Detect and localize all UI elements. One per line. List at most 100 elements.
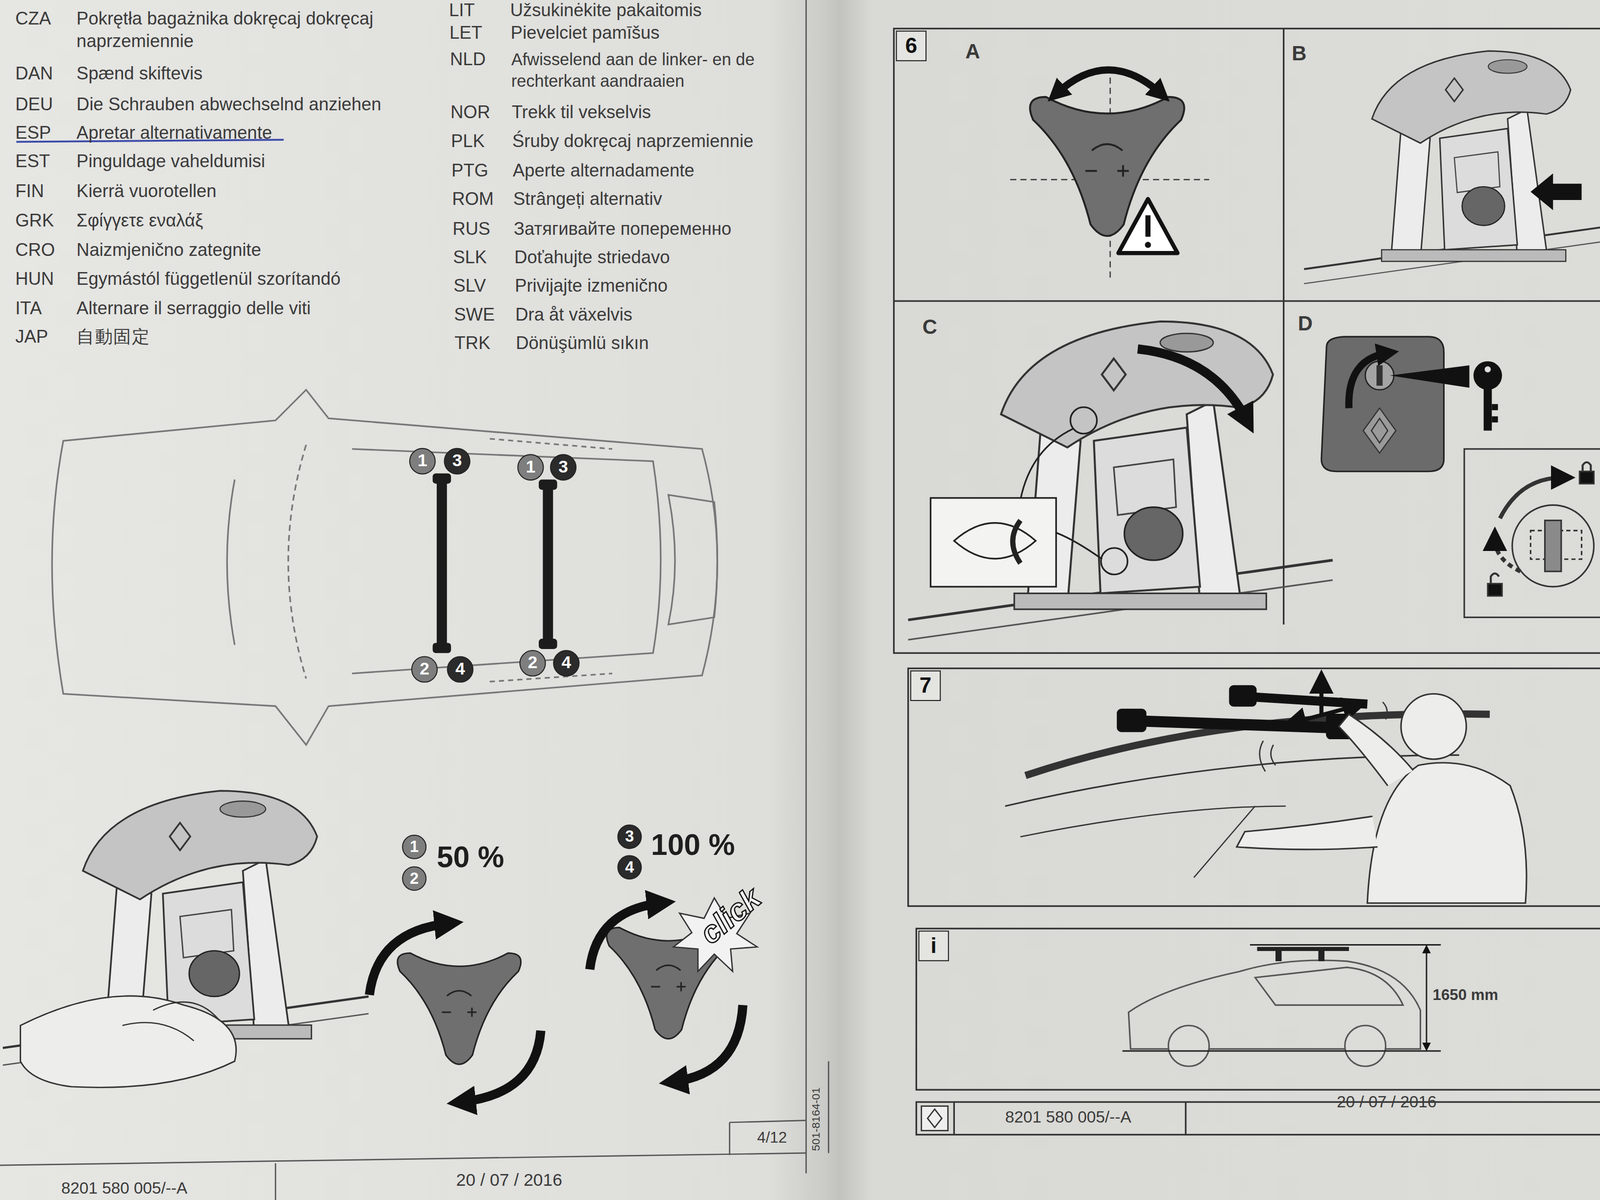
part-number: 8201 580 005/--A [61,1178,188,1200]
callout-number: 2 [527,652,538,674]
warning-sign [1118,199,1178,253]
test-arrows [1293,681,1355,723]
inspect-callout [930,498,1056,587]
lock-dial [1512,504,1595,587]
panel-frame [1184,1101,1187,1135]
instruction-text: Strângeți alternativ [513,188,663,212]
instruction-text: Privijajte izmenično [514,275,668,299]
knob [1029,97,1185,237]
instruction-text: Dönüşümlü sıkın [515,332,649,356]
language-code: ROM [451,188,494,212]
callout-circle: 1 [517,453,544,481]
instruction-text: Apretar alternativamente [76,122,273,146]
step-box: 6 [896,30,927,61]
knob [397,952,522,1065]
instruction-text: Σφίγγετε εναλάξ [76,210,203,233]
instruction-text: Užsukinėkite pakaitomis [510,0,702,23]
lock-cover [1376,365,1383,386]
clamp-foot [908,321,1333,640]
language-code: FIN [15,180,45,203]
rotation-arrow [369,902,744,1102]
instruction-text: Die Schrauben abwechselnd anziehen [76,94,382,117]
page-frame [728,1122,731,1156]
language-code: GRK [15,210,54,233]
lock-dial [1464,449,1600,618]
instruction-text: Pokrętła bagażnika dokręcaj dokręcaj nap… [76,8,399,53]
crosshair [1010,67,1210,281]
inspect-callout [1100,548,1128,575]
dimension-line [1122,945,1441,1051]
inspect-callout [953,523,1036,559]
callout-number: 3 [558,457,569,478]
instruction-text: Dra åt växelvis [515,303,633,327]
rotation-arrow [369,923,450,996]
hand [122,1001,220,1041]
language-code: PTG [451,160,489,183]
roof-bar [1257,947,1350,951]
callout-circle: 2 [519,650,547,677]
lock-cover [1365,361,1394,390]
key [1483,387,1493,431]
callout-number: 3 [625,827,634,846]
inspect-callout [1020,428,1074,500]
lock-dial [1579,471,1594,484]
shake-lines [1259,701,1388,772]
dimension-line [1250,944,1441,946]
roof-bar [1122,720,1358,729]
person [1236,816,1378,850]
part-number: 8201 580 005/--A [1004,1107,1131,1128]
step-number: 7 [919,673,932,699]
car-side-view [1254,967,1403,1005]
rotation-arrow [589,902,662,970]
car-side-view [1345,1025,1386,1067]
dimension-line [1425,949,1428,1048]
roof-bar [436,479,448,648]
inspect-callout [1055,532,1102,560]
lock-dial [1490,573,1500,584]
warning-sign [1145,215,1151,237]
lock-cover [1321,336,1445,472]
rotation-arrow [673,1004,744,1082]
instruction-text: Doťahujte striedavo [514,247,670,270]
callout-circle: 3 [550,453,577,481]
instruction-text: Śruby dokręcaj naprzemiennie [512,130,754,153]
car-top-view [288,445,306,679]
instruction-text: Pievelciet pamīšus [510,22,660,46]
date: 20 / 07 / 2016 [455,1169,562,1192]
car-side-view [1168,1025,1209,1067]
roof-bar [432,642,451,653]
car-top-view [226,479,235,645]
language-code: PLK [450,130,485,153]
torque-percent: 100 % [650,826,735,864]
roof-bar [538,638,557,650]
torque-percent: 50 % [436,838,505,876]
panel-frame [908,668,1600,906]
clamp-foot [1303,50,1600,284]
callout-circle: 3 [443,448,471,475]
brand-logo [927,1109,942,1128]
callout-circle: 3 [617,824,642,850]
callout-number: 4 [455,659,466,680]
document-code: 501-8164-01 [809,1087,824,1151]
roof-bar [432,473,558,653]
instruction-text: Trekk til vekselvis [511,101,651,125]
roof-bar [542,485,553,645]
callout-circle: 2 [411,655,438,683]
key [1491,403,1498,410]
language-code: TRK [454,332,491,356]
key [1389,365,1470,388]
language-code: EST [15,150,50,174]
instruction-text: Pinguldage vaheldumisi [76,150,266,174]
page-frame [827,1061,830,1153]
instruction-text: Afwisselend aan de linker- en de rechter… [511,49,796,92]
language-code: NOR [450,101,491,125]
step-letter: D [1298,311,1313,337]
lock-dial [1545,520,1562,572]
step-number: i [930,933,937,959]
push-arrow [1530,173,1582,211]
panel-frame [916,1101,1600,1135]
key [1473,361,1502,390]
warning-sign [1118,199,1178,253]
page-frame [0,0,829,1200]
